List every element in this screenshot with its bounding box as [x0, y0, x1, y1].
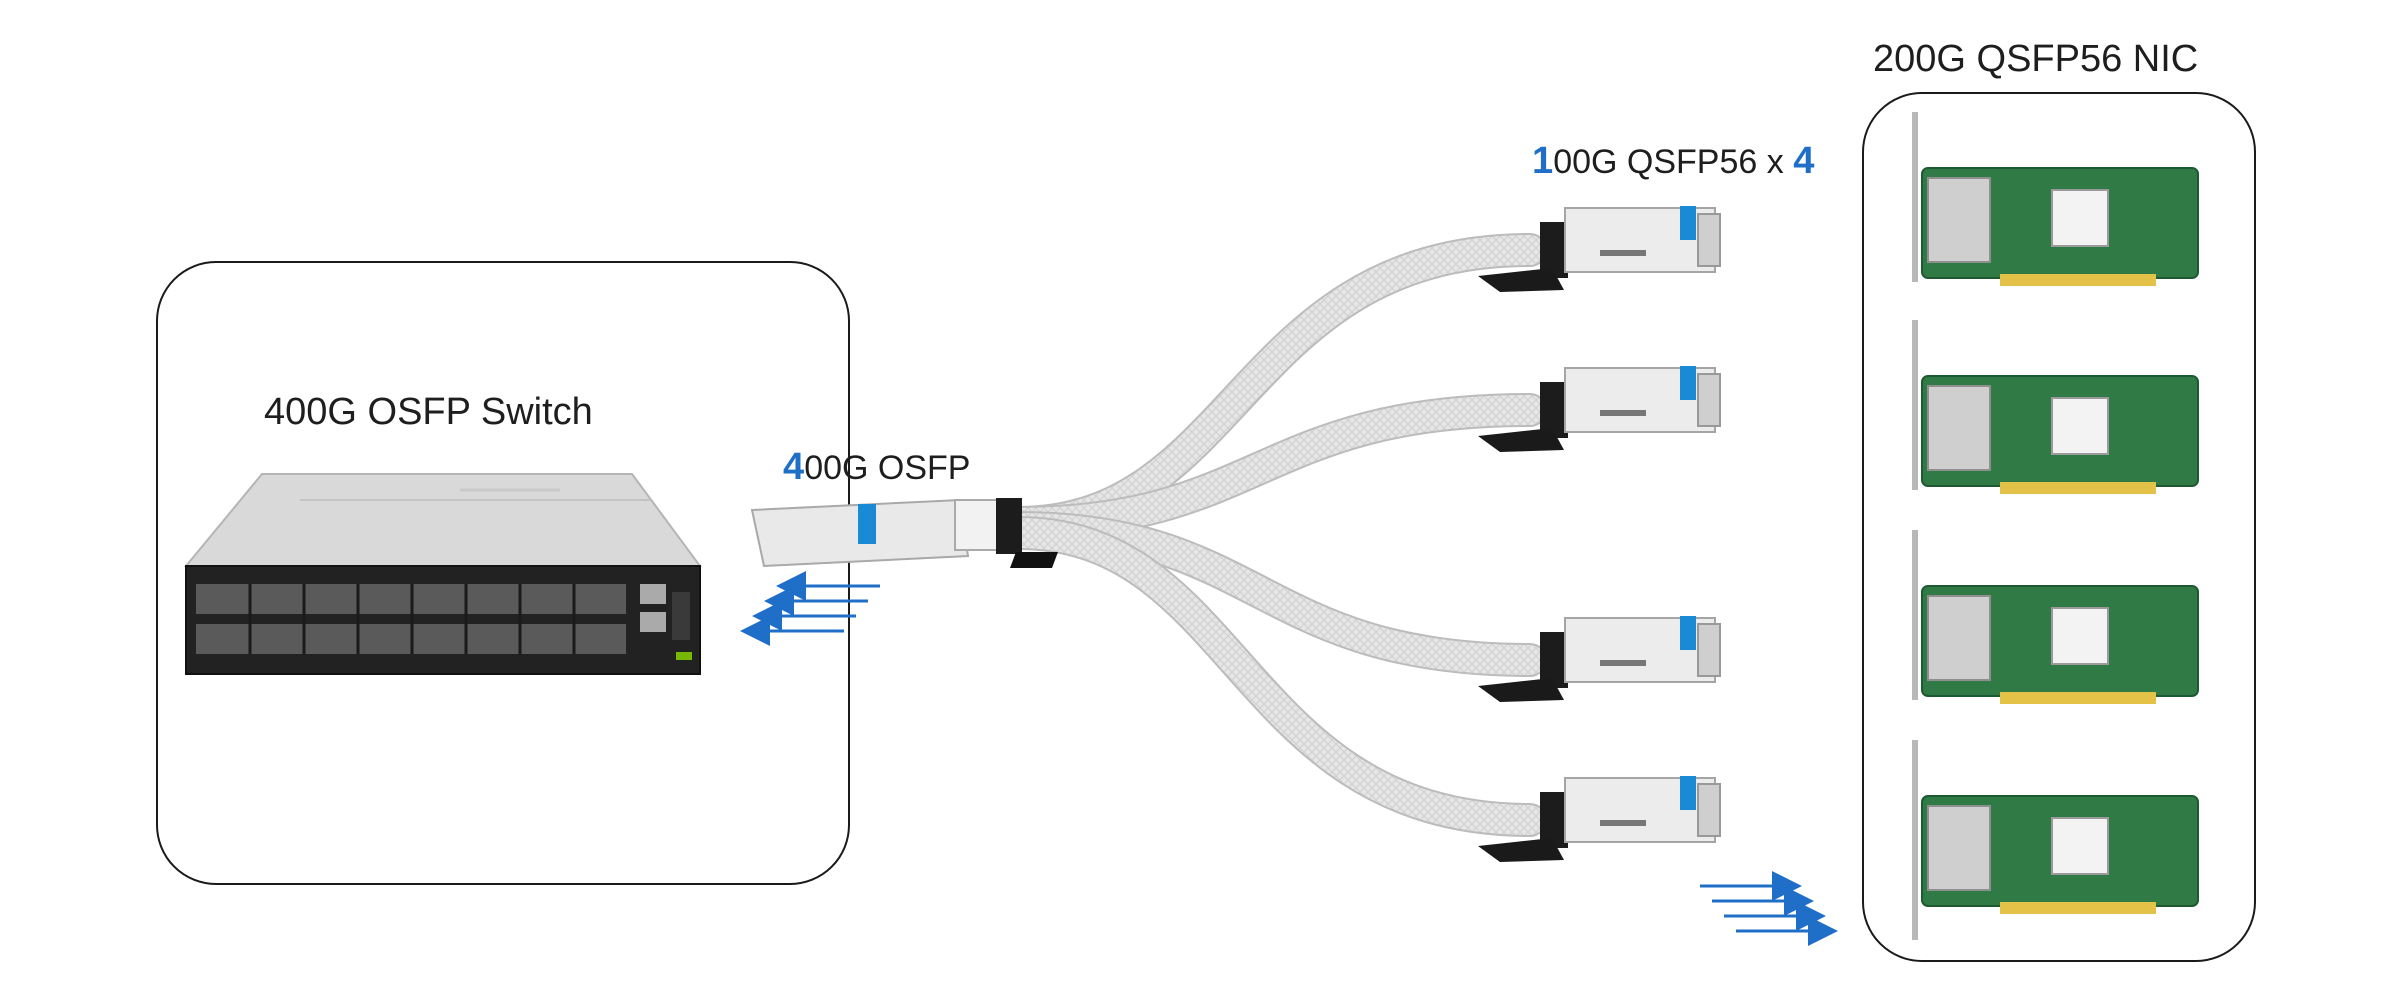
nic-card-2 — [1912, 320, 2199, 494]
breakout-cables — [1001, 233, 1547, 837]
switch-device — [183, 473, 702, 675]
osfp-label-rest: 00G OSFP — [804, 449, 971, 487]
qsfp-label-highlight-1: 1 — [1532, 140, 1554, 182]
qsfp-label-highlight-2: 4 — [1793, 140, 1815, 182]
osfp-label-highlight: 4 — [783, 446, 805, 488]
qsfp56-connector-2 — [1478, 366, 1721, 452]
switch-title: 400G OSFP Switch — [264, 391, 593, 433]
osfp-transceiver — [750, 498, 1058, 568]
osfp-label: 400G OSFP — [783, 448, 970, 486]
qsfp56-connector-1 — [1478, 206, 1721, 292]
qsfp56-connector-3 — [1478, 616, 1721, 702]
qsfp56-connector-4 — [1478, 776, 1721, 862]
nic-card-4 — [1912, 740, 2199, 940]
qsfp-arrow-group — [1700, 871, 1838, 946]
nic-card-3 — [1912, 530, 2199, 704]
nic-card-1 — [1912, 112, 2199, 286]
osfp-arrow-group — [740, 571, 880, 646]
nic-title: 200G QSFP56 NIC — [1873, 38, 2199, 80]
qsfp-label: 100G QSFP56 x 4 — [1532, 142, 1814, 180]
qsfp-label-middle: 00G QSFP56 x — [1553, 143, 1794, 181]
